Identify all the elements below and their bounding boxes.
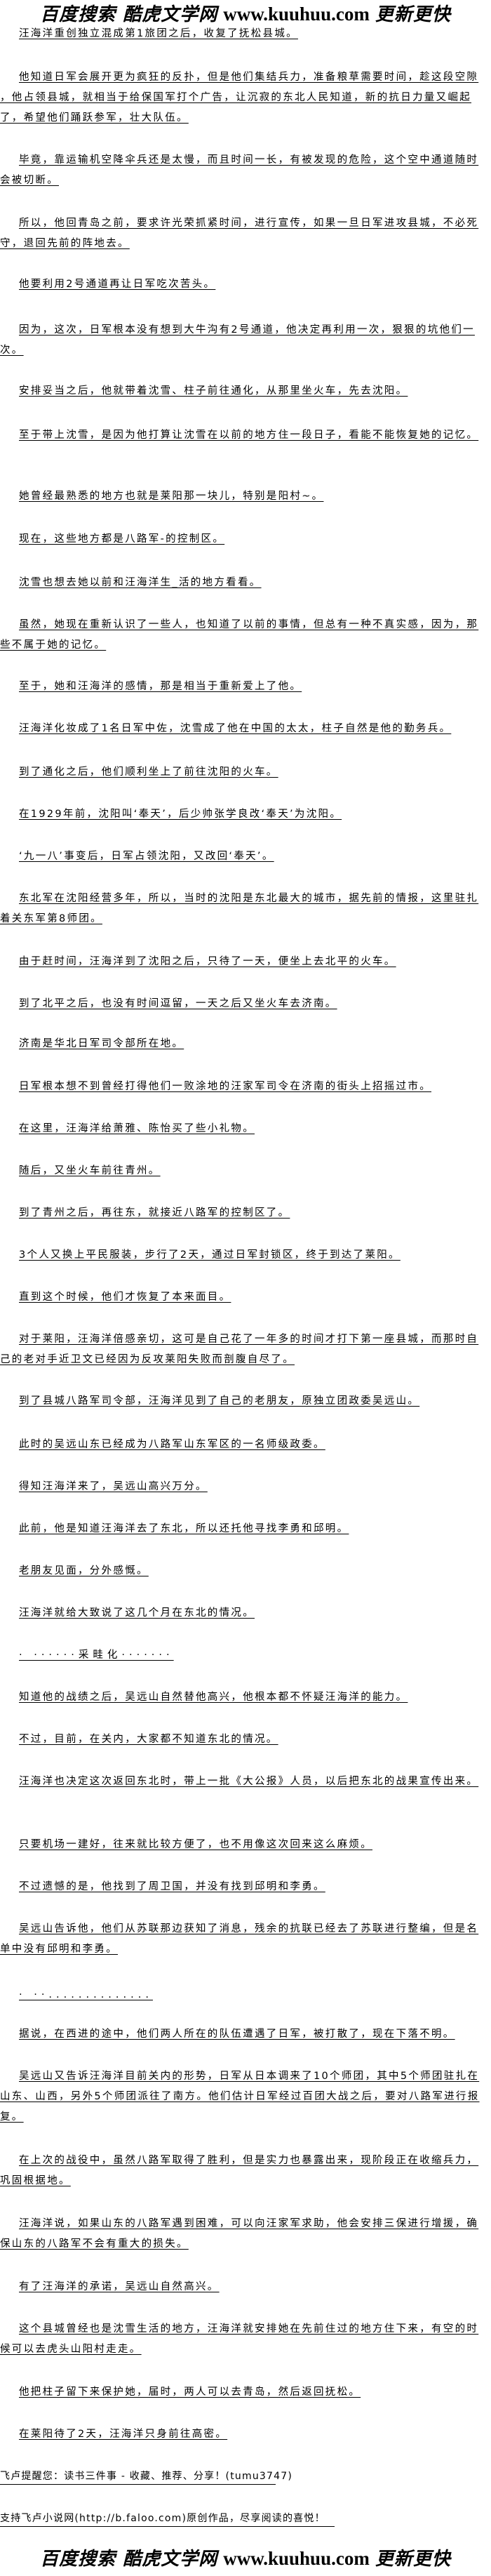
paragraph: 在上次的战役中，虽然八路军取得了胜利，但是实力也暴露出来，现阶段正在收缩兵力，巩… (0, 2155, 479, 2186)
paragraph: 到了北平之后，也没有时间逗留，一天之后又坐火车去济南。 (19, 998, 337, 1009)
paragraph: 现在，这些地方都是八路军-的控制区。 (19, 533, 225, 545)
paragraph: 这个县城曾经也是沈雪生活的地方，汪海洋就安排她在先前住过的地方住下来，有空的时候… (0, 2323, 479, 2355)
paragraph: 在这里，汪海洋给萧雅、陈怡买了些小礼物。 (19, 1123, 255, 1134)
paragraph: 老朋友见面，分外感慨。 (19, 1565, 149, 1576)
paragraph: 在莱阳待了2天，汪海洋只身前往高密。 (19, 2429, 228, 2440)
footer-reminder-text: 飞卢提醒您：读书三件事 - 收藏、推荐、分享！(tumu3747) (0, 2469, 292, 2485)
paragraph: 汪海洋说，如果山东的八路军遇到困难，可以向汪家军求助，他会安排三保进行增援，确保… (0, 2218, 479, 2250)
paragraph: 因为，这次，日军根本没有想到大牛沟有2号通道，他决定再利用一次，狠狠的坑他们一次… (0, 324, 475, 356)
paragraph: 吴远山又告诉汪海洋目前关内的形势，日军从日本调来了10个师团，其中5个师团驻扎在… (0, 2071, 480, 2123)
paragraph: 不过，目前，在关内，大家都不知道东北的情况。 (19, 1734, 278, 1745)
paragraph: 此时的吴远山东已经成为八路军山东军区的一名师级政委。 (19, 1439, 325, 1450)
paragraph: 汪海洋就给大致说了这几个月在东北的情况。 (19, 1607, 255, 1619)
paragraph: 到了通化之后，他们顺利坐上了前往沈阳的火车。 (19, 766, 278, 778)
paragraph: 直到这个时候，他们才恢复了本来面目。 (19, 1292, 231, 1303)
logo-slogan: 更新更快 (375, 4, 451, 25)
paragraph: 沈雪也想去她以前和汪海洋生_活的地方看看。 (19, 577, 262, 588)
paragraph: 汪海洋化妆成了1名日军中佐，沈雪成了他在中国的太太，柱子自然是他的勤务兵。 (19, 723, 452, 734)
paragraph: 3个人又换上平民服装，步行了2天，通过日军封锁区，终于到达了莱阳。 (19, 1249, 401, 1261)
paragraph: 至于带上沈雪，是因为他打算让沈雪在以前的地方住一段日子，看能不能恢复她的记忆。 (19, 430, 479, 441)
paragraph: 他把柱子留下来保护她，届时，两人可以去青岛，然后返回抚松。 (19, 2386, 361, 2398)
paragraph: 东北军在沈阳经营多年，所以，当时的沈阳是东北最大的城市，据先前的情报，这里驻扎着… (0, 893, 479, 924)
footer-support[interactable]: 支持飞卢小说网(http://b.faloo.com)原创作品，尽享阅读的喜悦！ (0, 2509, 335, 2529)
paragraph: 他要利用2号通道再让日军吃次苦头。 (19, 279, 216, 290)
paragraph: 吴远山告诉他，他们从苏联那边获知了消息，残余的抗联已经去了苏联进行整编，但是名单… (0, 1923, 479, 1955)
paragraph: 得知汪海洋来了，吴远山高兴万分。 (19, 1481, 208, 1492)
paragraph: 由于赶时间，汪海洋到了沈阳之后，只待了一天，便坐上去北平的火车。 (19, 956, 396, 967)
paragraph: 对于莱阳，汪海洋倍感亲切，这可是自己花了一年多的时间才打下第一座县城，而那时自己… (0, 1334, 479, 1365)
paragraph: 知道他的战绩之后，吴远山自然替他高兴，他根本都不怀疑汪海洋的能力。 (19, 1692, 408, 1703)
paragraph: 至于，她和汪海洋的感情，那是相当于重新爱上了他。 (19, 681, 302, 692)
logo-url: www.kuuhuu.com (223, 2548, 370, 2569)
paragraph: 到了青州之后，再往东，就接近八路军的控制区了。 (19, 1207, 290, 1219)
paragraph: 据说，在西进的途中，他们两人所在的队伍遭遇了日军，被打散了，现在下落不明。 (19, 2029, 455, 2040)
paragraph: 随后，又坐火车前往青州。 (19, 1165, 161, 1176)
paragraph: 虽然，她现在重新认识了一些人，也知道了以前的事情，但总有一种不真实感，因为，那些… (0, 619, 479, 651)
paragraph: 安排妥当之后，他就带着沈雪、柱子前往通化，从那里坐火车，先去沈阳。 (19, 385, 408, 397)
footer-support-link[interactable]: 支持飞卢小说网(http://b.faloo.com)原创作品，尽享阅读的喜悦！ (0, 2511, 335, 2527)
paragraph: 汪海洋重创独立混成第1旅团之后，收复了抚松县城。 (19, 28, 298, 39)
paragraph: 毕竟，靠运输机空降伞兵还是太慢，而且时间一长，有被发现的危险，这个空中通道随时会… (0, 154, 479, 186)
footer-reminder: 飞卢提醒您：读书三件事 - 收藏、推荐、分享！(tumu3747) (0, 2467, 292, 2487)
paragraph: 她曾经最熟悉的地方也就是莱阳那一块儿，特别是阳村~。 (19, 491, 324, 502)
paragraph: 日军根本想不到曾经打得他们一败涂地的汪家军司令在济南的街头上招摇过市。 (19, 1081, 431, 1092)
paragraph: 济南是华北日军司令部所在地。 (19, 1038, 184, 1049)
logo-url: www.kuuhuu.com (223, 4, 370, 25)
paragraph: 到了县城八路军司令部，汪海洋见到了自己的老朋友，原独立团政委吴远山。 (19, 1395, 420, 1407)
logo-site-name: 百度搜索 酷虎文学网 (40, 4, 218, 25)
paragraph: 只要机场一建好，往来就比较方便了，也不用像这次回来这么麻烦。 (19, 1839, 372, 1850)
paragraph: 有了汪海洋的承诺，吴远山自然高兴。 (19, 2281, 220, 2292)
garbled-line: · ······采畦化······· (19, 1649, 174, 1661)
paragraph: 不过遗憾的是，他找到了周卫国，并没有找到邱明和李勇。 (19, 1881, 325, 1892)
paragraph: 他知道日军会展开更为疯狂的反扑，但是他们集结兵力，准备粮草需要时间，趁这段空隙，… (0, 72, 479, 124)
paragraph: 此前，他是知道汪海洋去了东北，所以还托他寻找李勇和邱明。 (19, 1523, 349, 1534)
paragraph: 汪海洋也决定这次返回东北时，带上一批《大公报》人员，以后把东北的战果宣传出来。 (19, 1776, 479, 1787)
logo-slogan: 更新更快 (375, 2549, 451, 2570)
logo-site-name: 百度搜索 酷虎文学网 (40, 2549, 218, 2570)
paragraph: 所以，他回青岛之前，要求许光荣抓紧时间，进行宣传，如果一旦日军进攻县城，不必死守… (0, 218, 479, 249)
garbled-line: · ··.............. (19, 1989, 153, 2000)
paragraph: ‘九一八’事变后，日军占领沈阳，又改回‘奉天’。 (19, 851, 274, 862)
paragraph: 在1929年前，沈阳叫‘奉天’，后少帅张学良改‘奉天’为沈阳。 (19, 809, 342, 820)
